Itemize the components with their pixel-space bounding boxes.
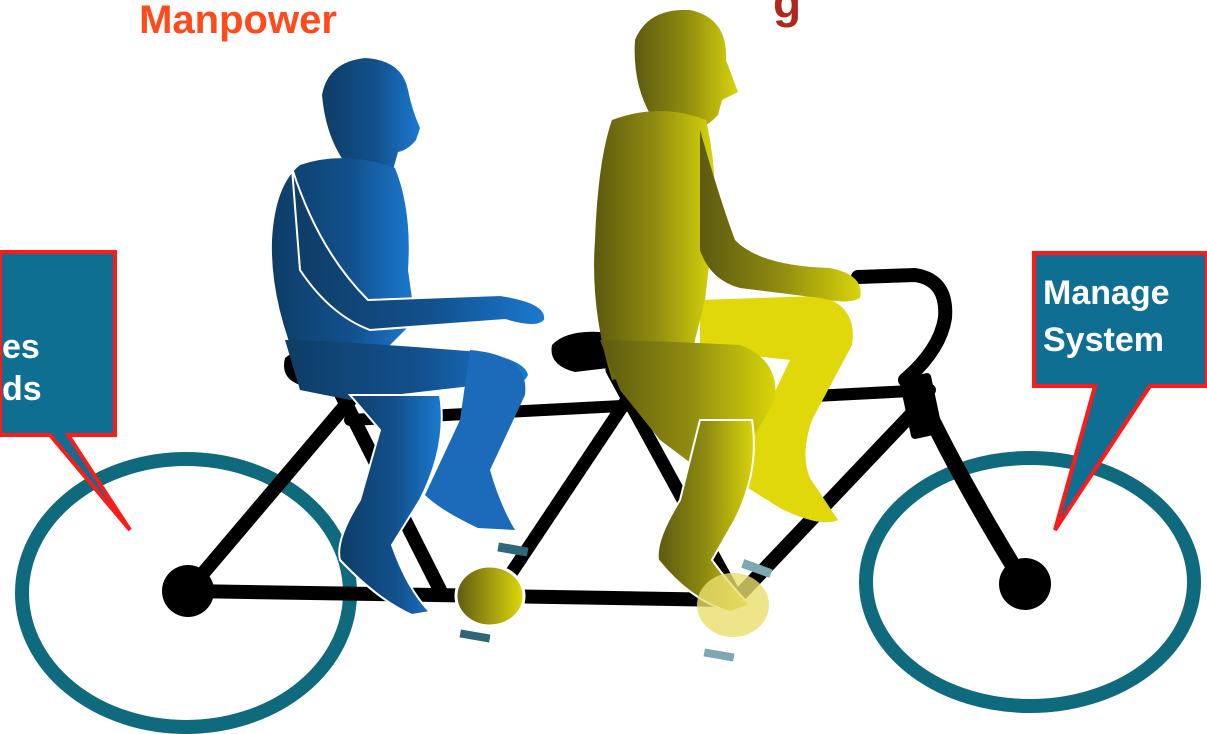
front-pedal-bottom — [704, 648, 735, 661]
front-hub — [999, 558, 1051, 610]
rear-chainring — [456, 566, 524, 626]
left-callout-line2: ds — [2, 370, 42, 408]
right-callout: Manage System — [1034, 253, 1207, 530]
front-chainring — [697, 573, 769, 637]
right-callout-line1: Manage — [1043, 274, 1170, 312]
left-callout: es ds — [0, 252, 130, 530]
top-right-label-partial: g — [773, 0, 801, 28]
rear-pedal-bottom — [460, 629, 491, 642]
left-callout-line1: es — [2, 328, 40, 366]
rear-hub — [162, 565, 214, 617]
manpower-label: Manpower — [139, 0, 337, 42]
right-callout-line2: System — [1043, 321, 1164, 359]
